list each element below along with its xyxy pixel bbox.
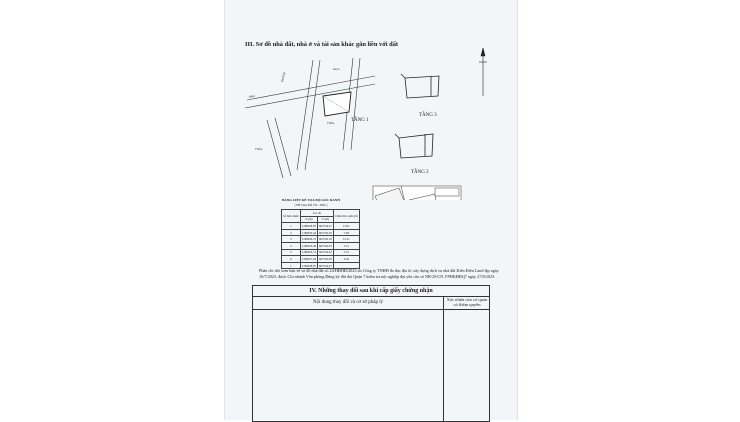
parcel-outline xyxy=(322,91,352,117)
coord-cell: 1189033.44 xyxy=(299,228,318,237)
coord-cell: 603744.27 xyxy=(316,222,334,230)
floor-2-label: TẦNG 2 xyxy=(411,170,429,175)
coord-cell: 603730.50 xyxy=(316,228,334,237)
coord-cell: 13.97 xyxy=(332,222,360,230)
coord-cell: 3 xyxy=(281,235,301,243)
coord-header-x: X (m) xyxy=(299,215,318,224)
coord-cell: 7.08 xyxy=(332,228,360,237)
coord-cell: 2 xyxy=(281,228,301,237)
coord-cell xyxy=(332,261,360,270)
certificate-page: III. Sơ đồ nhà đất, nhà ở và tài sản khá… xyxy=(224,0,518,422)
coord-cell: 603740.63 xyxy=(316,241,334,250)
coord-header-group: Tọa độ xyxy=(299,209,334,217)
floor-1-label: TẦNG 1 xyxy=(351,118,369,123)
column-divider xyxy=(443,296,444,421)
section-3-heading: III. Sơ đồ nhà đất, nhà ở và tài sản khá… xyxy=(245,41,399,48)
coord-cell: 603728.18 xyxy=(316,235,334,243)
authority-column-header: Xác nhận của cơ quan có thẩm quyền xyxy=(446,297,488,308)
section-4-table: IV. Những thay đổi sau khi cấp giấy chứn… xyxy=(252,285,490,422)
floor-2-outline xyxy=(394,133,434,159)
coord-cell: 2.72 xyxy=(332,248,360,257)
svg-text:Thửa: Thửa xyxy=(327,121,335,125)
coord-cell: 1189023.51 xyxy=(299,248,318,257)
svg-text:Hẻm: Hẻm xyxy=(248,94,255,99)
coord-cell: 1189027.04 xyxy=(299,255,318,263)
coord-cell: 5 xyxy=(281,248,301,257)
coord-cell: 603745.09 xyxy=(316,255,334,263)
coord-cell: 4 xyxy=(281,241,301,250)
coord-cell: 6 xyxy=(281,255,301,263)
coord-cell: 3.12 xyxy=(332,241,360,250)
coord-cell: 4.02 xyxy=(332,255,360,263)
drawing-note: Phần chi tiết xem bản vẽ sơ đồ nhà đất s… xyxy=(259,268,499,280)
floor-3-label: TẦNG 3 xyxy=(419,113,437,118)
svg-text:Thửa: Thửa xyxy=(255,147,263,151)
svg-text:Đường: Đường xyxy=(280,72,286,82)
coord-cell: 1189026.73 xyxy=(299,235,318,243)
coord-table-subtitle: ( HỆ TỌA ĐỘ VN - 2000 ) xyxy=(294,203,328,207)
coord-cell: 12.51 xyxy=(332,235,360,243)
coord-cell: 1189028.87 xyxy=(299,222,318,230)
coord-cell: 1189025.48 xyxy=(299,241,318,250)
coord-cell: 603744.22 xyxy=(316,248,334,257)
floor-3-outline xyxy=(400,73,440,99)
header-row-divider xyxy=(253,309,489,310)
section-4-heading: IV. Những thay đổi sau khi cấp giấy chứn… xyxy=(253,286,489,297)
site-plan-drawing: Hẻm Đường Hẻm Thửa Thửa xyxy=(244,47,487,200)
coord-cell: 1189028.87 xyxy=(299,261,318,270)
coord-cell: 1 xyxy=(281,222,301,230)
coord-table: Số hiệu điểm Tọa độ Chiều dài cạnh (m) X… xyxy=(281,208,360,270)
coord-header-point: Số hiệu điểm xyxy=(281,208,301,224)
north-arrow-icon xyxy=(479,47,487,96)
coord-table-title: BẢNG LIỆT KÊ TỌA ĐỘ GÓC RANH xyxy=(282,198,340,202)
svg-text:Hẻm: Hẻm xyxy=(333,67,340,71)
coord-header-length: Chiều dài cạnh (m) xyxy=(332,208,360,224)
coord-header-y: Y (m) xyxy=(316,215,334,224)
location-map xyxy=(372,185,462,200)
changes-column-header: Nội dung thay đổi và cơ sở pháp lý xyxy=(312,300,384,305)
